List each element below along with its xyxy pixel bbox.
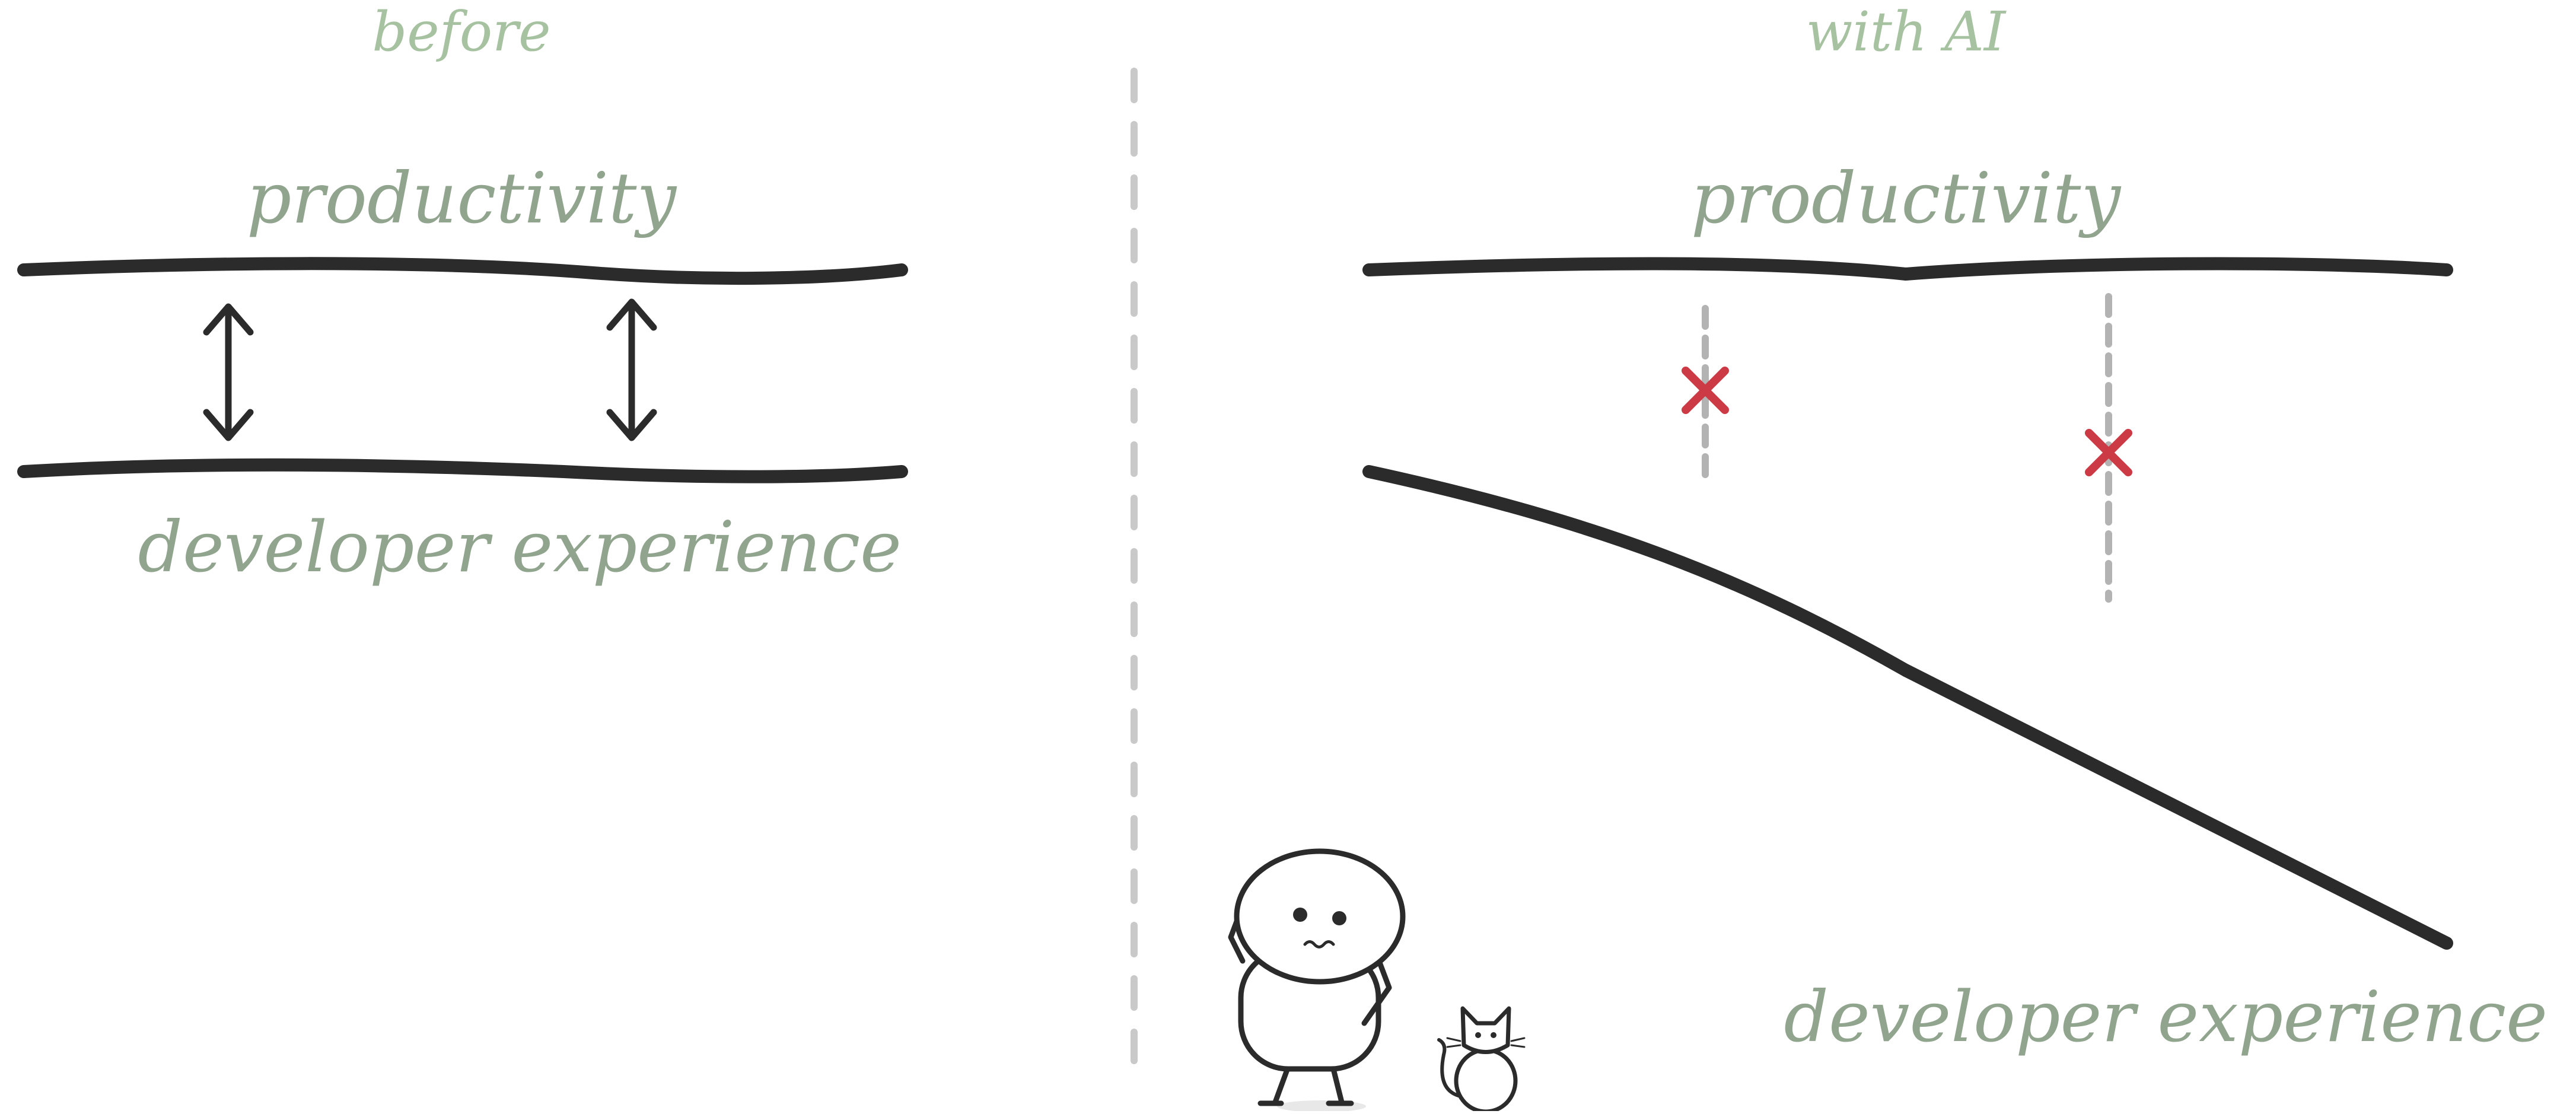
after-developer-experience-label: developer experience	[1784, 976, 2548, 1058]
before-link-arrow-2	[610, 302, 654, 438]
before-developer-experience-label: developer experience	[138, 506, 902, 588]
after-productivity-line	[1369, 264, 2447, 274]
before-panel: before productivity developer experience	[24, 0, 902, 588]
cat-icon	[1439, 1008, 1524, 1111]
cat-left-eye	[1475, 1032, 1481, 1038]
after-panel-title: with AI	[1806, 0, 2007, 63]
figure-head	[1237, 851, 1403, 982]
red-x-icon	[2089, 433, 2128, 472]
before-productivity-label: productivity	[247, 157, 677, 239]
before-productivity-line	[24, 263, 902, 278]
figure-left-eye	[1293, 908, 1307, 922]
cat-right-eye	[1491, 1032, 1496, 1038]
before-link-arrow-1	[206, 307, 250, 438]
before-panel-title: before	[372, 0, 550, 63]
broken-link-2	[2089, 297, 2128, 599]
worried-stick-figure-icon	[1231, 851, 1403, 1111]
cat-body	[1456, 1050, 1515, 1111]
after-productivity-label: productivity	[1691, 157, 2122, 239]
after-developer-experience-line	[1369, 472, 2447, 943]
figure-right-eye	[1332, 911, 1346, 925]
after-panel: with AI productivity developer experienc…	[1369, 0, 2548, 1058]
broken-link-1	[1686, 308, 1725, 475]
cat-head	[1463, 1008, 1509, 1052]
before-developer-experience-line	[24, 465, 902, 477]
